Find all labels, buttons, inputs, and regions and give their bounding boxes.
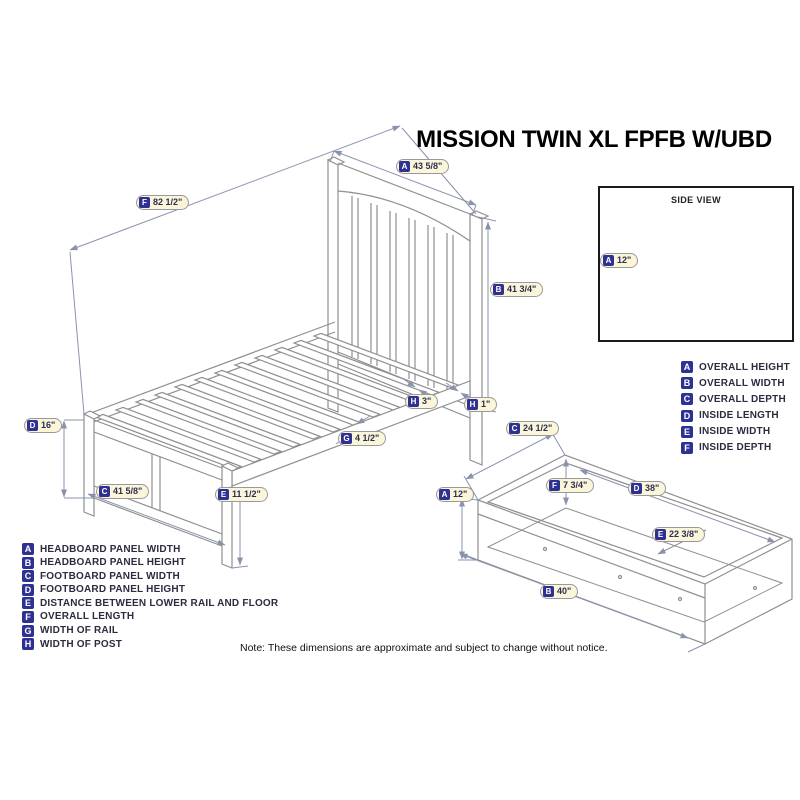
- dim-value: 41 3/4": [507, 284, 537, 294]
- legend-letter-badge: D: [22, 583, 34, 596]
- legend-row: D INSIDE LENGTH: [681, 409, 790, 422]
- dim-value: 3": [422, 396, 432, 406]
- dim-value: 40": [557, 586, 572, 596]
- legend-row: D FOOTBOARD PANEL HEIGHT: [22, 583, 278, 596]
- legend-row: F INSIDE DEPTH: [681, 441, 790, 454]
- drawer-drawing: [477, 454, 793, 645]
- legend-letter-badge: F: [681, 441, 693, 454]
- legend-row: E DISTANCE BETWEEN LOWER RAIL AND FLOOR: [22, 597, 279, 610]
- dim-letter-badge: B: [543, 586, 554, 597]
- bed-dimension-lines: [61, 125, 497, 569]
- legend-letter-badge: G: [22, 624, 34, 637]
- legend-label: OVERALL DEPTH: [699, 393, 786, 405]
- dim-value: 12": [617, 255, 632, 265]
- legend-label: OVERALL LENGTH: [40, 611, 135, 623]
- dim-letter-badge: F: [139, 197, 150, 208]
- legend-letter-badge: D: [681, 409, 693, 422]
- dim-letter-badge: F: [549, 480, 560, 491]
- dim-letter-badge: H: [408, 396, 419, 407]
- legend-row: B HEADBOARD PANEL HEIGHT: [22, 556, 278, 569]
- dim-value: 22 3/8": [669, 529, 699, 539]
- legend-label: INSIDE DEPTH: [699, 442, 772, 454]
- legend-letter-badge: F: [22, 610, 34, 623]
- legend-row: E INSIDE WIDTH: [681, 425, 790, 438]
- dim-value: 43 5/8": [413, 161, 443, 171]
- legend-label: FOOTBOARD PANEL WIDTH: [40, 570, 180, 582]
- dim-value: 41 5/8": [113, 486, 143, 496]
- legend-label: INSIDE WIDTH: [699, 426, 771, 438]
- dim-value: 38": [645, 483, 660, 493]
- legend-letter-badge: B: [22, 556, 34, 569]
- legend-letter-badge: E: [681, 425, 693, 438]
- dim-value: 82 1/2": [153, 197, 183, 207]
- legend-label: DISTANCE BETWEEN LOWER RAIL AND FLOOR: [40, 597, 279, 609]
- legend-letter-badge: E: [22, 597, 34, 610]
- dim-letter-badge: G: [341, 433, 352, 444]
- legend-label: WIDTH OF RAIL: [40, 625, 119, 637]
- legend-label: OVERALL WIDTH: [699, 377, 785, 389]
- dim-letter-badge: A: [399, 161, 410, 172]
- legend-row: B OVERALL WIDTH: [681, 377, 790, 390]
- legend-letter-badge: A: [681, 361, 693, 373]
- legend-row: F OVERALL LENGTH: [22, 610, 278, 623]
- legend-letter-badge: B: [681, 377, 693, 390]
- legend-letter-badge: A: [22, 543, 34, 555]
- side-view-title: SIDE VIEW: [670, 195, 722, 205]
- dim-value: 12": [453, 489, 468, 499]
- dim-value: 16": [41, 420, 56, 430]
- dim-letter-badge: D: [27, 420, 38, 431]
- bed-legend: A HEADBOARD PANEL WIDTH B HEADBOARD PANEL …: [22, 543, 278, 652]
- legend-row: G WIDTH OF RAIL: [22, 624, 278, 637]
- page-title: MISSION TWIN XL FPFB W/UBD: [416, 126, 772, 153]
- dim-letter-badge: D: [631, 483, 642, 494]
- dim-letter-badge: C: [509, 423, 520, 434]
- disclaimer-note: Note: These dimensions are approximate a…: [240, 642, 608, 654]
- dim-value: 11 1/2": [232, 489, 261, 499]
- dim-value: 1": [481, 399, 491, 409]
- legend-label: OVERALL HEIGHT: [699, 361, 790, 373]
- dim-letter-badge: E: [218, 489, 229, 500]
- dim-letter-badge: E: [655, 529, 666, 540]
- drawer-legend: A OVERALL HEIGHT B OVERALL WIDTH C OVERALL …: [681, 361, 790, 458]
- legend-row: A HEADBOARD PANEL WIDTH: [22, 543, 278, 555]
- legend-row: A OVERALL HEIGHT: [681, 361, 790, 373]
- dim-letter-badge: A: [439, 489, 450, 500]
- dim-value: 7 3/4": [563, 480, 588, 490]
- legend-letter-badge: H: [22, 638, 34, 651]
- dim-value: 4 1/2": [355, 433, 380, 443]
- legend-label: WIDTH OF POST: [40, 638, 123, 650]
- legend-row: H WIDTH OF POST: [22, 638, 278, 651]
- legend-letter-badge: C: [22, 570, 34, 583]
- legend-row: C OVERALL DEPTH: [681, 393, 790, 406]
- dim-letter-badge: B: [493, 284, 504, 295]
- legend-row: C FOOTBOARD PANEL WIDTH: [22, 570, 278, 583]
- bed-drawing: [82, 156, 490, 569]
- legend-label: FOOTBOARD PANEL HEIGHT: [40, 584, 186, 596]
- dim-value: 24 1/2": [523, 423, 553, 433]
- dim-letter-badge: H: [467, 399, 478, 410]
- dim-letter-badge: A: [603, 255, 614, 266]
- legend-label: INSIDE LENGTH: [699, 410, 779, 422]
- legend-letter-badge: C: [681, 393, 693, 406]
- legend-label: HEADBOARD PANEL WIDTH: [40, 543, 181, 555]
- legend-label: HEADBOARD PANEL HEIGHT: [40, 557, 186, 569]
- dim-letter-badge: C: [99, 486, 110, 497]
